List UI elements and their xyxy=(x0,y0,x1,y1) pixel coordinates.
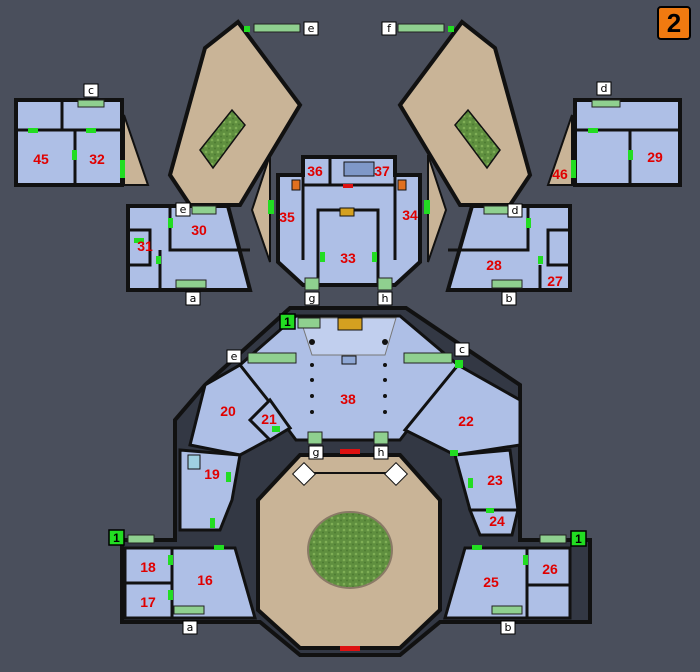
room-labels: 45 32 29 46 36 37 30 31 35 34 33 28 27 3… xyxy=(33,149,663,610)
stairs-1-markers: 1 1 1 xyxy=(108,313,587,547)
stairs-c[interactable] xyxy=(77,99,105,108)
room-20: 20 xyxy=(220,403,236,419)
wing-mid-right xyxy=(445,204,572,292)
room-16: 16 xyxy=(197,572,213,588)
upper-center-block xyxy=(276,155,422,291)
room-35: 34 xyxy=(402,207,418,223)
marker-c-lower: c xyxy=(459,343,465,356)
marker-b-mid: b xyxy=(506,292,513,305)
room-46: 46 xyxy=(552,166,568,182)
room-38: 37 xyxy=(374,163,390,179)
arena-grass xyxy=(307,511,393,589)
room-31: 31 xyxy=(137,238,153,254)
marker-h-lower: h xyxy=(378,446,385,459)
floor-number: 2 xyxy=(666,8,682,38)
room-21: 21 xyxy=(261,411,277,427)
room-28: 28 xyxy=(486,257,502,273)
room-26: 26 xyxy=(542,561,558,577)
marker-d-mid: d xyxy=(512,204,519,217)
marker-b-lower: b xyxy=(505,621,512,634)
marker-h-upper: h xyxy=(382,292,389,305)
sand-wedge-left xyxy=(167,19,303,207)
room-22: 22 xyxy=(458,413,474,429)
stairs-a-lower[interactable] xyxy=(173,605,205,615)
wing-mid-left xyxy=(126,204,253,292)
room-32: 32 xyxy=(89,151,105,167)
stairs-h-lower[interactable] xyxy=(373,431,389,445)
stairs-1-top[interactable] xyxy=(297,317,321,329)
room-25: 25 xyxy=(483,574,499,590)
room-34: 33 xyxy=(340,250,356,266)
stairs-b-upper[interactable] xyxy=(491,279,523,289)
marker-g-upper: g xyxy=(309,292,316,305)
stairs-1-left-label: 1 xyxy=(113,531,120,545)
marker-a-lower: a xyxy=(187,621,194,634)
marker-e-mid: e xyxy=(180,203,187,216)
room-24: 24 xyxy=(489,513,505,529)
stairs-1-right-label: 1 xyxy=(575,532,582,546)
marker-g-lower: g xyxy=(313,446,320,459)
stairs-g-lower[interactable] xyxy=(307,431,323,445)
room-27: 27 xyxy=(547,273,563,289)
stairs-d[interactable] xyxy=(591,99,621,108)
room-19: 19 xyxy=(204,466,220,482)
wing-upper-right xyxy=(546,98,682,187)
wing-upper-left xyxy=(14,98,150,187)
stairs-h-upper[interactable] xyxy=(377,277,393,291)
marker-f-top: f xyxy=(387,22,392,35)
marker-a-mid: a xyxy=(190,292,197,305)
room-17: 17 xyxy=(140,594,156,610)
room-36: 35 xyxy=(279,209,295,225)
stairs-1-top-label: 1 xyxy=(284,315,291,329)
stairs-b-lower[interactable] xyxy=(491,605,523,615)
marker-d-top: d xyxy=(601,82,608,95)
marker-c-top: c xyxy=(88,84,94,97)
room-18: 18 xyxy=(140,559,156,575)
room-29: 29 xyxy=(647,149,663,165)
room-37: 36 xyxy=(307,163,323,179)
room-23: 23 xyxy=(487,472,503,488)
marker-e-lower: e xyxy=(231,350,238,363)
marker-e-top: e xyxy=(308,22,315,35)
stairs-g-upper[interactable] xyxy=(304,277,320,291)
stairs-a-upper[interactable] xyxy=(175,279,207,289)
room-33: 45 xyxy=(33,151,49,167)
room-45: 38 xyxy=(340,391,356,407)
floor-badge: 2 xyxy=(657,6,691,40)
room-30: 30 xyxy=(191,222,207,238)
stair-markers: e f c d e d a b g h e c g h a b xyxy=(83,21,612,635)
